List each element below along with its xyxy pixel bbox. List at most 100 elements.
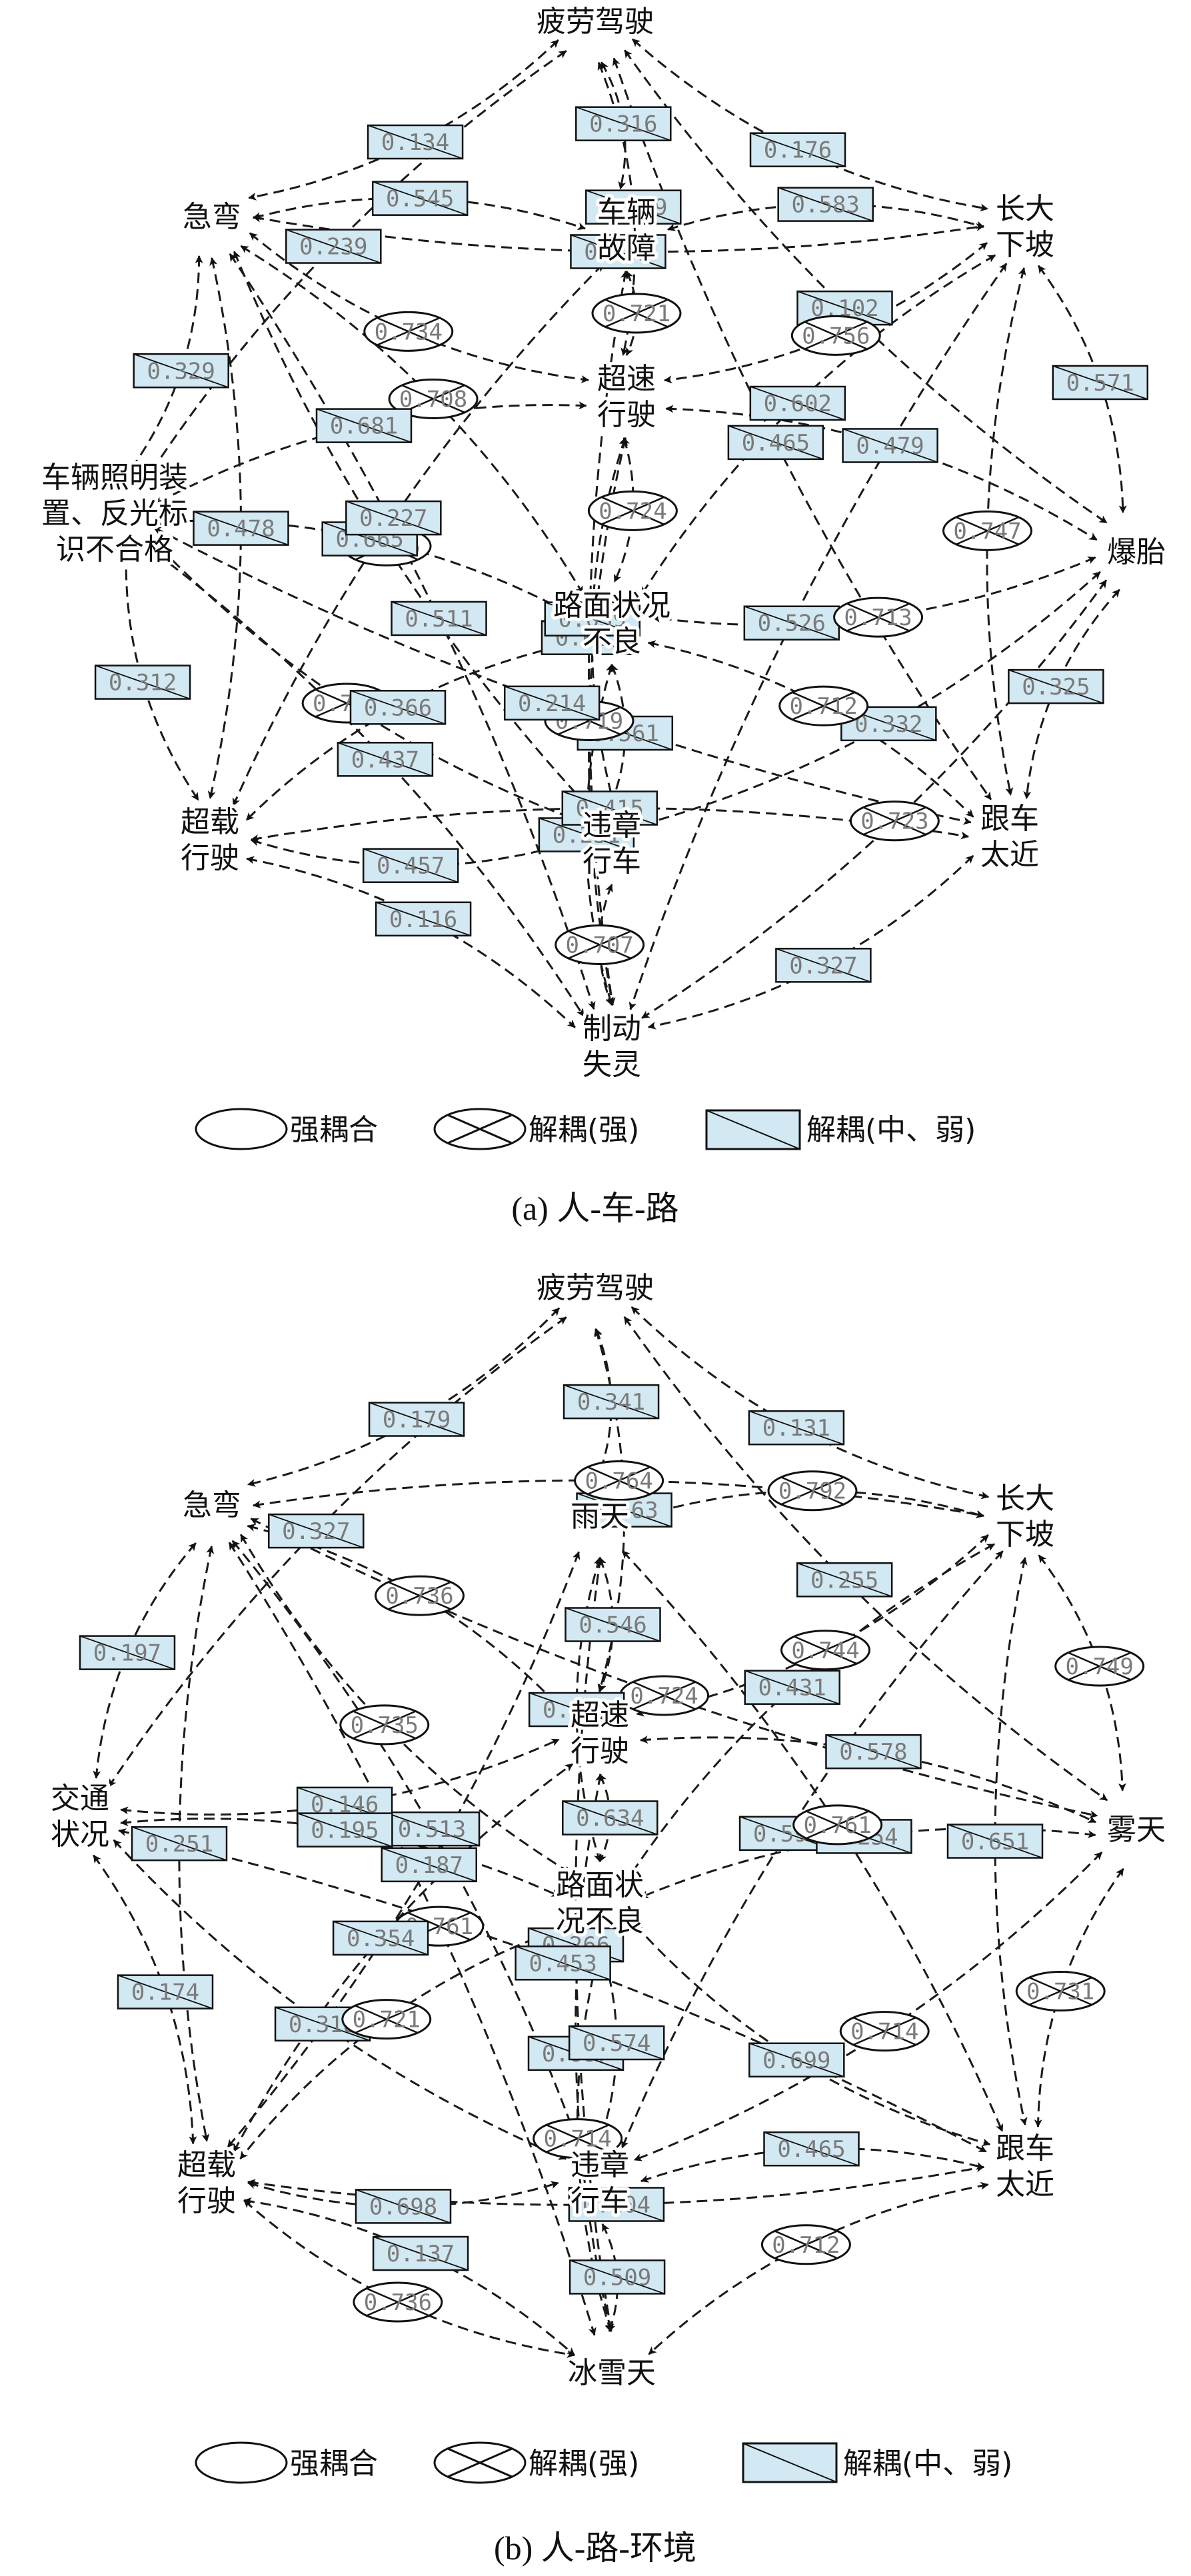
- coefficient-value: 0.546: [579, 1612, 646, 1639]
- node-label: 交通: [51, 1782, 109, 1816]
- coefficient-ellipse-strong: 0.736: [353, 2281, 443, 2323]
- coefficient-value: 0.465: [742, 430, 810, 457]
- coefficient-ellipse-strong: 0.723: [849, 800, 940, 842]
- edge-violation-brake: [598, 884, 613, 1006]
- coefficient-value: 0.354: [347, 1926, 415, 1952]
- coefficient-box-mid-weak: 0.465: [727, 425, 824, 461]
- node-label-halo: 冰雪天: [568, 2356, 656, 2390]
- coefficient-box-mid-weak: 0.526: [743, 605, 840, 641]
- coefficient-value: 0.736: [385, 1583, 453, 1610]
- legend-decoupling-mid-weak-symbol: [742, 2442, 838, 2483]
- edge-fatigue-fog: [623, 1316, 1108, 1802]
- node-label: 车辆: [597, 195, 656, 229]
- coefficient-value: 0.366: [364, 694, 432, 721]
- node-label: 超载: [181, 805, 239, 839]
- node-label: 制动: [583, 1012, 641, 1046]
- node-label: 识不合格: [56, 533, 173, 567]
- node-label-halo: 车辆照明装: [41, 461, 188, 495]
- node-label: 雾天: [1107, 1813, 1166, 1847]
- node-label: 下坡: [996, 1518, 1054, 1552]
- coefficient-value: 0.341: [577, 1389, 645, 1416]
- coefficient-ellipse-strong: 0.764: [574, 1460, 664, 1502]
- coefficient-box-mid-weak: 0.366: [349, 690, 447, 725]
- coefficient-ellipse-strong: 0.731: [1015, 1970, 1106, 2011]
- coefficient-ellipse-strong: 0.713: [833, 597, 924, 638]
- coefficient-value: 0.513: [398, 1816, 466, 1843]
- node-label-halo: 爆胎: [1107, 535, 1166, 569]
- node-label-halo: 跟车: [980, 802, 1039, 836]
- node-label: 违章: [571, 2148, 629, 2182]
- node-label: 长大: [996, 1482, 1054, 1516]
- coefficient-box-mid-weak: 0.176: [749, 132, 846, 167]
- coefficient-value: 0.749: [1066, 1654, 1134, 1680]
- coefficient-box-mid-weak: 0.583: [777, 187, 874, 222]
- coefficient-ellipse-strong: 0.714: [839, 2011, 930, 2052]
- coefficient-value: 0.415: [576, 796, 644, 822]
- coefficient-box-mid-weak: 0.681: [315, 408, 413, 443]
- coefficient-value: 0.587: [543, 1697, 610, 1724]
- coefficient-box-mid-weak: 0.174: [117, 1974, 214, 2009]
- node-label-halo: 疲劳驾驶: [537, 1271, 654, 1305]
- edge-fatigue-curve: [247, 1307, 561, 1487]
- node-label-halo: 疲劳驾驶: [537, 5, 654, 39]
- edge-lighting-brake: [142, 543, 585, 1017]
- coefficient-box-mid-weak: 0.698: [355, 2189, 452, 2224]
- coefficient-value: 0.721: [353, 2007, 421, 2033]
- node-label-halo: 行车: [571, 2184, 629, 2218]
- coefficient-value: 0.735: [351, 1712, 419, 1739]
- legend-decoupling-strong-symbol: [433, 2441, 527, 2484]
- edge-tailgating-snow: [648, 2181, 989, 2355]
- node-label-halo: 路面状: [556, 1868, 644, 1902]
- coefficient-value: 0.545: [386, 186, 454, 213]
- node-label-halo: 不良: [583, 625, 641, 658]
- coefficient-value: 0.723: [860, 808, 928, 835]
- coefficient-value: 0.195: [311, 1818, 379, 1844]
- node-label-halo: 雨天: [571, 1500, 629, 1534]
- node-label: 下坡: [996, 228, 1054, 262]
- legend-strong-coupling-symbol: [195, 2441, 288, 2484]
- node-label: 路面状: [556, 1868, 644, 1902]
- coefficient-value: 0.511: [405, 606, 473, 633]
- coefficient-ellipse-strong: 0.721: [341, 1999, 432, 2040]
- node-label: 行驶: [597, 398, 656, 432]
- coefficient-box-mid-weak: 0.137: [372, 2235, 469, 2271]
- node-label-halo: 行车: [583, 844, 641, 878]
- coefficient-box-mid-weak: 0.255: [796, 1562, 893, 1598]
- node-label-halo: 制动: [583, 1012, 641, 1046]
- node-label-halo: 失灵: [583, 1048, 641, 1082]
- coefficient-ellipse-strong: 0.707: [555, 924, 645, 965]
- coefficient-ellipse-strong: 0.724: [619, 1675, 710, 1716]
- coefficient-box-mid-weak: 0.465: [763, 2131, 860, 2167]
- coefficient-value: 0.129: [599, 195, 667, 221]
- coefficient-value: 0.251: [145, 1831, 213, 1858]
- legend-decoupling-mid-weak-label: 解耦(中、弱): [843, 2447, 1012, 2481]
- node-label-halo: 交通: [51, 1782, 109, 1816]
- node-label-halo: 况不良: [556, 1904, 644, 1938]
- node-label: 故障: [597, 231, 656, 265]
- coefficient-box-mid-weak: 0.329: [133, 353, 229, 389]
- coefficient-box-mid-weak: 0.239: [285, 229, 382, 264]
- coefficient-box-mid-weak: 0.457: [362, 848, 459, 883]
- legend-a: 强耦合 解耦(强) 解耦(中、弱): [195, 1108, 976, 1150]
- coefficient-value: 0.574: [583, 2030, 650, 2057]
- coefficient-ellipse-strong: 0.712: [778, 685, 869, 726]
- coefficient-value: 0.457: [377, 853, 445, 880]
- coefficient-value: 0.479: [856, 433, 924, 459]
- coefficient-ellipse-strong: 0.744: [780, 1630, 870, 1671]
- node-label: 急弯: [183, 1488, 241, 1522]
- node-label: 雨天: [571, 1500, 629, 1534]
- node-layer: 疲劳驾驶疲劳驾驶急弯急弯车辆车辆故障故障长大长大下坡下坡车辆照明装车辆照明装置、…: [38, 1, 1169, 1085]
- node-label: 跟车: [996, 2131, 1054, 2165]
- node-label: 疲劳驾驶: [537, 1271, 654, 1305]
- coefficient-box-mid-weak: 0.578: [825, 1734, 922, 1770]
- coefficient-box-mid-weak: 0.478: [193, 511, 289, 546]
- node-label-halo: 车辆: [597, 195, 656, 229]
- legend-decoupling-strong-label: 解耦(强): [529, 1113, 639, 1147]
